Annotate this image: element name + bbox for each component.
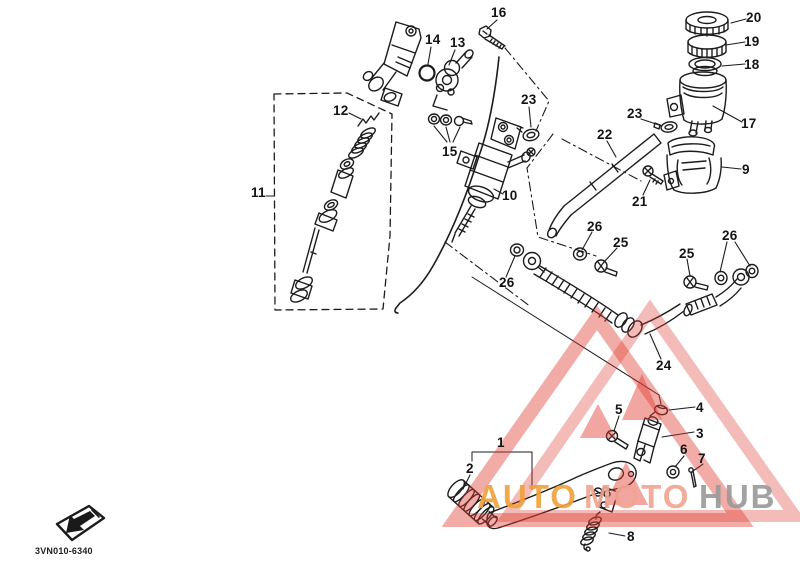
cotter-pin-part7	[689, 468, 696, 487]
wordmark-auto: AUTO	[477, 478, 578, 515]
pedal-bracket-callout	[472, 452, 532, 489]
frame-contour-line	[395, 57, 499, 313]
bolt-part21	[643, 166, 663, 184]
callout-22: 22	[597, 127, 613, 142]
pedal-rubber-part2	[445, 477, 502, 531]
assembled-master-cylinder	[362, 22, 421, 106]
callout-26-mid: 26	[587, 219, 603, 234]
callout-23-left: 23	[521, 92, 537, 107]
callout-leader-lines	[266, 19, 750, 536]
brake-pedal-part1	[487, 461, 636, 528]
callout-10: 10	[502, 188, 518, 203]
callout-3: 3	[696, 426, 704, 441]
callout-18: 18	[744, 57, 760, 72]
diagram-code: 3VN010-6340	[35, 546, 93, 556]
callout-17: 17	[741, 116, 757, 131]
watermark-triangle-left	[441, 305, 754, 527]
callout-9: 9	[742, 162, 750, 177]
kit-valve-spring-part12	[358, 113, 379, 126]
washer-set-part15	[429, 114, 473, 126]
reservoir-bracket-part9	[664, 137, 721, 193]
callout-5: 5	[615, 402, 623, 417]
callout-26-left: 26	[499, 275, 515, 290]
callout-13: 13	[450, 35, 466, 50]
wordmark-moto: MOTO	[584, 478, 690, 515]
brake-hose-part24	[534, 265, 758, 340]
washer-part6	[667, 466, 679, 478]
kit-piston-components	[289, 126, 377, 305]
direction-arrow-icon	[57, 506, 104, 540]
o-ring-part14	[420, 66, 435, 81]
callout-11: 11	[251, 185, 266, 200]
bolt-part16	[479, 26, 505, 49]
alignment-dashdot-lines	[445, 48, 641, 307]
callout-2: 2	[466, 461, 474, 476]
callout-19: 19	[744, 34, 760, 49]
pushrod-alignment-line	[472, 277, 661, 404]
callout-4: 4	[696, 400, 704, 415]
repair-kit-box-part11	[274, 93, 392, 310]
callout-7: 7	[698, 451, 706, 466]
callout-15: 15	[442, 144, 458, 159]
callout-8: 8	[627, 529, 635, 544]
reservoir-cap-part20	[686, 12, 728, 36]
callout-26-right: 26	[722, 228, 738, 243]
pin-cap-part4	[650, 404, 668, 416]
callout-1: 1	[497, 435, 505, 450]
callout-6: 6	[680, 442, 688, 457]
callout-24: 24	[656, 358, 672, 373]
callout-12: 12	[333, 103, 349, 118]
watermark-triangle-small-top	[622, 374, 662, 420]
banjo-washers-left	[511, 244, 618, 276]
callout-21: 21	[632, 194, 648, 209]
brand-wordmark: AUTO MOTO HUB	[477, 478, 777, 515]
watermark-triangle-small-mid	[580, 404, 616, 438]
diaphragm-part18	[689, 58, 721, 76]
master-cylinder-part10	[452, 118, 535, 242]
callout-14: 14	[425, 32, 441, 47]
clevis-pin-part5	[607, 431, 629, 450]
joint-part13	[433, 48, 475, 110]
reservoir-hose-part22	[546, 134, 661, 239]
callout-25-left: 25	[613, 235, 629, 250]
reservoir-body-part17	[667, 72, 726, 136]
wordmark-hub: HUB	[699, 478, 777, 515]
callout-23-right: 23	[627, 106, 643, 121]
callout-25-right: 25	[679, 246, 695, 261]
watermark-triangle-small-bottom	[604, 462, 648, 505]
callout-16: 16	[491, 5, 507, 20]
clevis-part3	[634, 416, 661, 463]
brand-triangle-logo	[441, 299, 800, 527]
watermark-triangle-right	[496, 299, 800, 522]
callout-20: 20	[746, 10, 762, 25]
return-spring-part8	[580, 512, 603, 551]
